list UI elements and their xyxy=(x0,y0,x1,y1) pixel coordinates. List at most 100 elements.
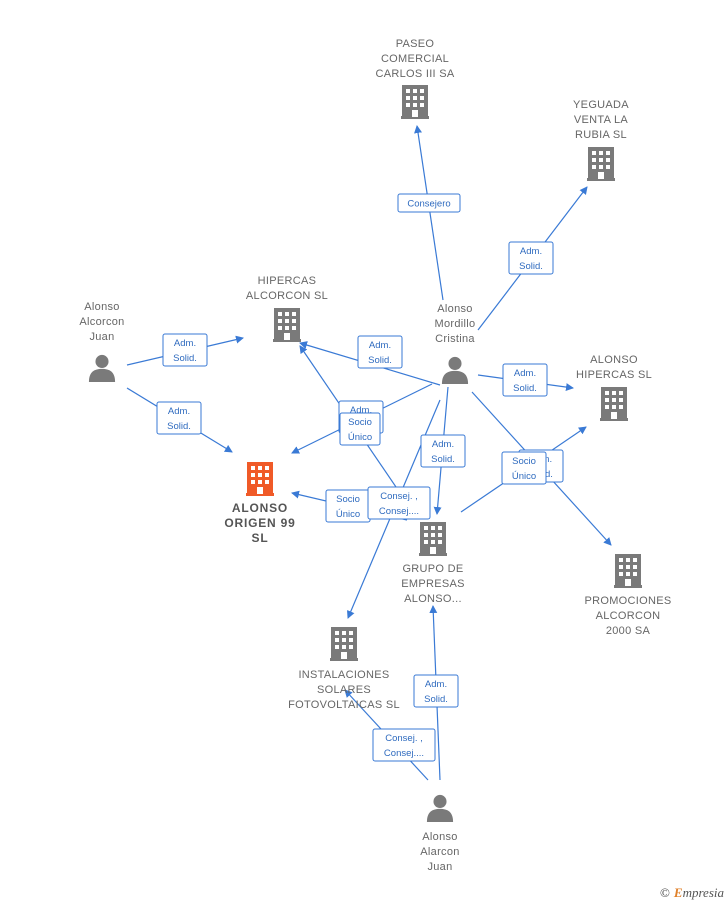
edge-label-alonso_mord-to-alonso_hipercas[interactable]: Adm. Solid. xyxy=(502,363,548,397)
edge-label-text: Solid. xyxy=(368,355,392,366)
edge-label-text: Socio xyxy=(512,456,536,467)
edge-label-text: Socio xyxy=(348,417,372,428)
node-yeguada[interactable]: YEGUADA VENTA LA RUBIA SL xyxy=(573,99,629,181)
node-label: VENTA LA xyxy=(574,114,629,126)
company-building-icon xyxy=(587,147,615,181)
person-icon xyxy=(426,794,454,822)
edge-label-text: Consejero xyxy=(407,199,450,210)
node-label: Mordillo xyxy=(435,318,476,330)
node-label: Juan xyxy=(89,331,114,343)
edge-label-text: Único xyxy=(336,509,360,520)
edge-label-text: Adm. xyxy=(174,338,196,349)
node-label: Cristina xyxy=(435,333,475,345)
node-label: Alarcon xyxy=(420,846,459,858)
edge-label-box xyxy=(420,434,466,468)
node-label: YEGUADA xyxy=(573,99,629,111)
company-building-icon xyxy=(600,387,628,421)
node-label: Juan xyxy=(427,861,452,873)
edge-label-text: Adm. xyxy=(425,679,447,690)
company-building-icon xyxy=(614,554,642,588)
edge-label-alonso_mord-to-hipercas_alc[interactable]: Adm. Solid. xyxy=(357,335,403,369)
edge-label-box xyxy=(162,333,208,367)
edge-label-text: Socio xyxy=(336,494,360,505)
edge-label-box xyxy=(508,241,554,275)
empresia-brand[interactable]: ©Empresia xyxy=(660,885,724,901)
node-label: COMERCIAL xyxy=(381,53,449,65)
edge-label-text: Solid. xyxy=(513,383,537,394)
edge-label-text: Adm. xyxy=(514,368,536,379)
edge-label-text: Solid. xyxy=(167,421,191,432)
edge-label-box xyxy=(156,401,202,435)
node-label: ALCORCON xyxy=(596,610,661,622)
focus-company-icon xyxy=(246,462,274,496)
edge-label-text: Consej. , xyxy=(380,491,418,502)
edge-label-box xyxy=(501,451,547,485)
node-label: ALCORCON SL xyxy=(246,290,328,302)
edge-label-alonso_mord-to-yeguada[interactable]: Adm. Solid. xyxy=(508,241,554,275)
edge-label-text: Consej.... xyxy=(379,506,419,517)
node-label: 2000 SA xyxy=(606,625,651,637)
node-grupo[interactable]: GRUPO DEEMPRESASALONSO... xyxy=(401,522,465,605)
edge-label-box xyxy=(413,674,459,708)
edge-label-alonso_alc_juan-to-alonso_origen[interactable]: Adm. Solid. xyxy=(156,401,202,435)
edge-label-box xyxy=(339,412,381,446)
edge-label-alonso_mord-to-paseo[interactable]: Consejero xyxy=(397,193,461,213)
edge-label-box xyxy=(367,486,431,520)
edge-label-box xyxy=(372,728,436,762)
node-label: SOLARES xyxy=(317,684,371,696)
node-label: ALONSO... xyxy=(404,593,462,605)
node-label: HIPERCAS xyxy=(258,275,317,287)
node-label: RUBIA SL xyxy=(575,129,627,141)
edge-label-alonso_alarcon-to-instalaciones[interactable]: Consej. ,Consej.... xyxy=(372,728,436,762)
node-instalaciones[interactable]: INSTALACIONES SOLARES FOTOVOLTAICAS SL xyxy=(288,627,400,711)
node-label: SL xyxy=(252,531,269,545)
node-label: INSTALACIONES xyxy=(298,669,389,681)
node-label: ALONSO xyxy=(232,501,288,515)
company-building-icon xyxy=(330,627,358,661)
copyright-icon: © xyxy=(660,885,670,900)
edge-label-alonso_mord-to-grupo[interactable]: Adm.Solid. xyxy=(420,434,466,468)
edge-label-text: Solid. xyxy=(173,353,197,364)
node-label: Alonso xyxy=(437,303,472,315)
edge-label-text: Solid. xyxy=(519,261,543,272)
edge-label-alonso_alarcon-to-grupo[interactable]: Adm. Solid. xyxy=(413,674,459,708)
node-label: Alcorcon xyxy=(79,316,124,328)
person-icon xyxy=(88,354,116,382)
person-icon xyxy=(441,356,469,384)
edge-label-text: Adm. xyxy=(369,340,391,351)
edge-label-text: Adm. xyxy=(350,405,372,416)
edge-label-text: Adm. xyxy=(432,439,454,450)
edge-label-text: Único xyxy=(512,471,536,482)
company-building-icon xyxy=(273,308,301,342)
brand-initial: E xyxy=(673,885,683,900)
edge-label-alonso_alc_juan-to-hipercas_alc[interactable]: Adm. Solid. xyxy=(162,333,208,367)
edge-alonso_mord-to-paseo xyxy=(414,125,444,301)
node-label: ORIGEN 99 xyxy=(224,516,295,530)
node-label: CARLOS III SA xyxy=(375,68,454,80)
brand-rest: mpresia xyxy=(682,885,724,900)
company-building-icon xyxy=(419,522,447,556)
company-building-icon xyxy=(401,85,429,119)
node-label: PROMOCIONES xyxy=(584,595,671,607)
edge-label-box xyxy=(357,335,403,369)
edge-label-alonso_mord-to-instalaciones[interactable]: Consej. , Consej.... xyxy=(367,486,431,520)
edge-label-text: Adm. xyxy=(168,406,190,417)
node-label: FOTOVOLTAICAS SL xyxy=(288,699,400,711)
node-promociones[interactable]: PROMOCIONES ALCORCON 2000 SA xyxy=(584,554,671,637)
node-hipercas_alc[interactable]: HIPERCAS ALCORCON SL xyxy=(246,275,328,342)
edge-label-text: Solid. xyxy=(424,694,448,705)
node-label: Alonso xyxy=(422,831,457,843)
edge-label-text: Adm. xyxy=(520,246,542,257)
